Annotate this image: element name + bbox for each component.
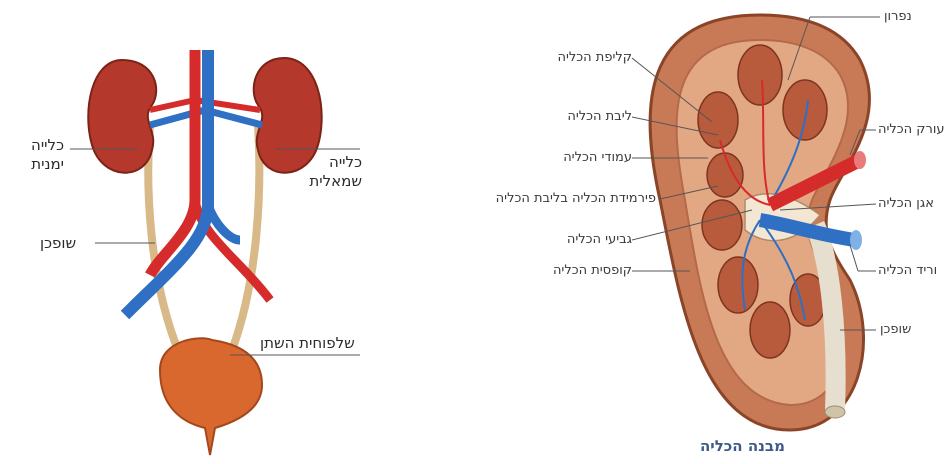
- label-left-kidney-line2: שמאלית: [298, 172, 362, 191]
- label-renal-pelvis: אגן הכליה: [878, 196, 934, 211]
- label-right-kidney: כלייה ימנית: [8, 136, 64, 174]
- label-renal-vein: וריד הכליה: [878, 263, 937, 278]
- label-medulla: ליבת הכליה: [558, 109, 632, 124]
- renal-artery-right: [150, 100, 195, 110]
- label-columns: עמודי הכליה: [552, 150, 632, 165]
- label-calyces: גביעי הכליה: [552, 232, 632, 247]
- diagram-title: מבנה הכליה: [700, 437, 785, 455]
- ureter-opening: [825, 406, 845, 418]
- label-capsule: קליפת הכליה: [556, 50, 632, 65]
- label-nephron: נפרון: [884, 9, 912, 24]
- renal-vein-end: [850, 230, 862, 250]
- label-renal-capsule: קופסית הכליה: [548, 263, 632, 278]
- label-ureter-right: שופכן: [880, 322, 911, 337]
- label-ureter-left: שופכן: [40, 234, 76, 253]
- label-left-kidney-line1: כלייה: [298, 153, 362, 172]
- label-left-kidney: כלייה שמאלית: [298, 153, 362, 191]
- label-right-kidney-line2: ימנית: [8, 155, 64, 174]
- renal-artery-end: [854, 151, 866, 169]
- label-renal-artery: עורק הכליה: [878, 122, 945, 137]
- bladder: [160, 338, 262, 455]
- label-right-kidney-line1: כלייה: [8, 136, 64, 155]
- label-bladder: שלפוחית השתן: [260, 334, 355, 353]
- kidney-right: [88, 60, 156, 173]
- label-pyramid: פירמידת הכליה בליבת הכליה: [476, 191, 656, 206]
